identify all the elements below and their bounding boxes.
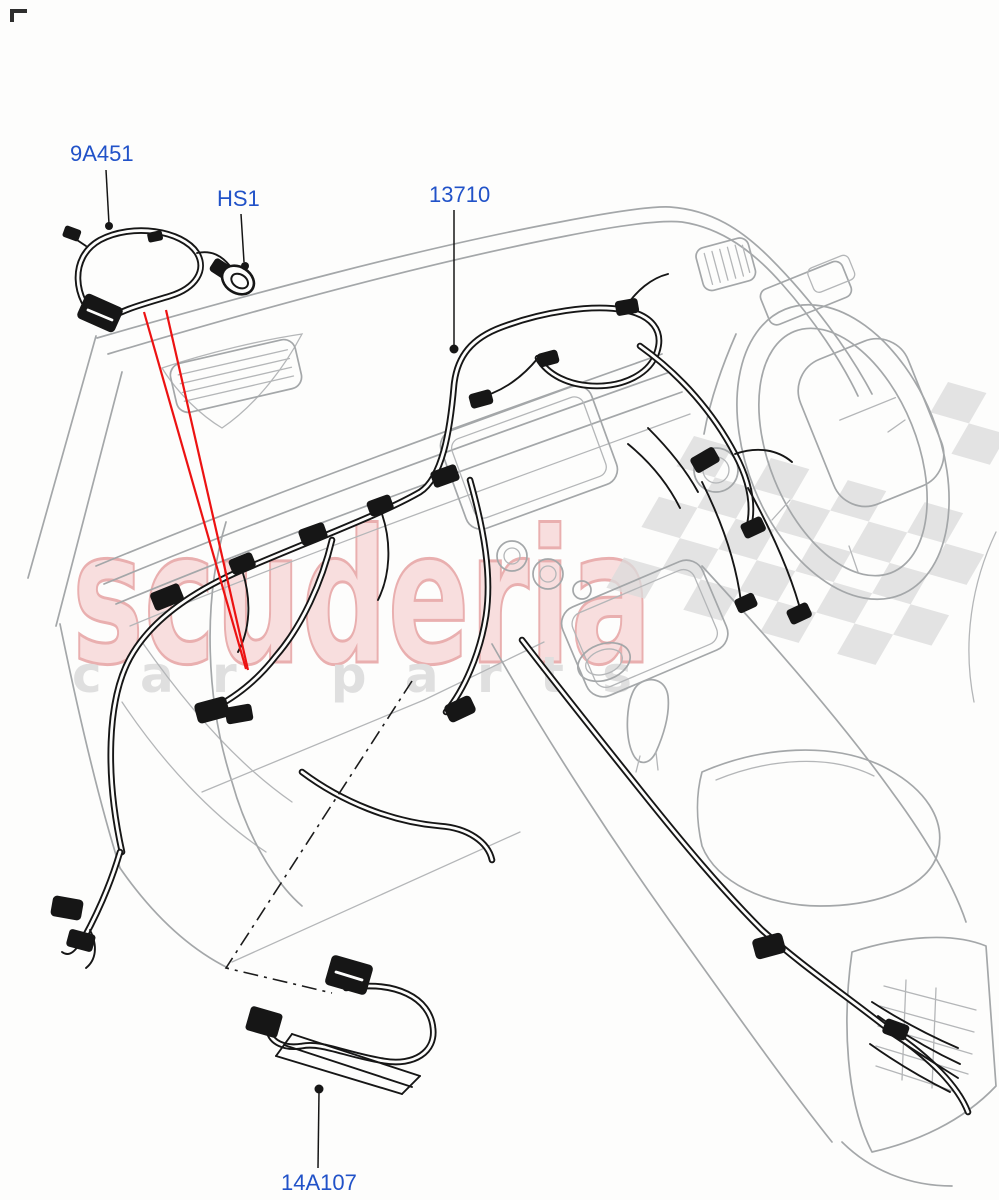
wiring-harness-art: [50, 273, 968, 1112]
part-9a451-drawing: [62, 225, 231, 333]
part-number-label-14a107[interactable]: 14A107: [281, 1170, 357, 1195]
page-corner-mark: [10, 9, 27, 22]
center-stack: [439, 384, 619, 531]
defroster-vent: [169, 338, 303, 414]
watermark-brand-text: scuderia: [72, 490, 652, 706]
hs1-plug-drawing: [209, 258, 256, 296]
leader-dot-hs1: [241, 262, 249, 270]
speaker-vent: [695, 237, 757, 292]
part-14a107-drawing: [245, 955, 433, 1095]
harness-connectors: [50, 298, 910, 1041]
checkered-flag-watermark: [606, 382, 999, 665]
watermark: scuderia car parts: [71, 382, 999, 708]
steering-wheel-art: [693, 254, 997, 703]
leader-dot-9a451: [105, 222, 113, 230]
phantom-leader-line: [224, 680, 413, 994]
leader-dot-14a107: [314, 1084, 324, 1094]
part-number-label-hs1[interactable]: HS1: [217, 186, 260, 211]
label-leader-lines: [105, 169, 459, 1169]
center-console-art: [491, 559, 997, 1187]
red-locator-lines: [142, 309, 250, 671]
part-number-label-13710[interactable]: 13710: [429, 182, 491, 207]
rear-vent-grille: [875, 979, 977, 1095]
leader-dot-13710: [449, 344, 459, 354]
part-number-label-9a451[interactable]: 9A451: [70, 141, 134, 166]
dashboard-outline-art: [27, 206, 873, 969]
